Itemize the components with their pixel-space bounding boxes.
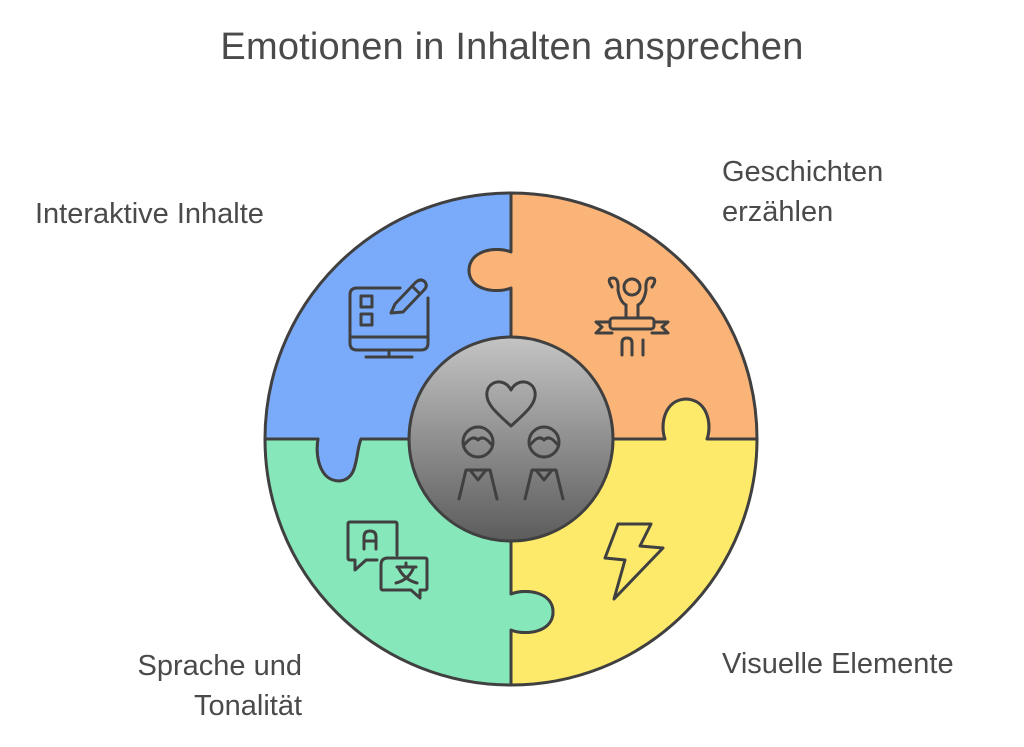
monitor-checklist-pencil-icon: [348, 278, 430, 359]
label-interaktive-inhalte: Interaktive Inhalte: [35, 194, 264, 234]
couple-heart-icon: [457, 380, 565, 501]
label-line: Tonalität: [193, 690, 302, 722]
label-line: erzählen: [722, 196, 834, 228]
label-visuelle-elemente: Visuelle Elemente: [722, 644, 954, 684]
label-line: Geschichten: [722, 156, 884, 188]
center-hub: [407, 335, 615, 543]
label-line: Visuelle Elemente: [722, 648, 954, 680]
lightning-bolt-icon: [603, 522, 665, 601]
label-sprache-und-tonalitaet: Sprache und Tonalität: [80, 646, 302, 726]
translate-speech-bubbles-icon: [346, 520, 429, 600]
label-geschichten-erzaehlen: Geschichten erzählen: [722, 152, 883, 232]
diagram-title: Emotionen in Inhalten ansprechen: [220, 26, 804, 68]
label-line: Sprache und: [137, 650, 302, 682]
person-celebrating-banner-icon: [594, 276, 670, 357]
label-line: Interaktive Inhalte: [35, 198, 264, 230]
